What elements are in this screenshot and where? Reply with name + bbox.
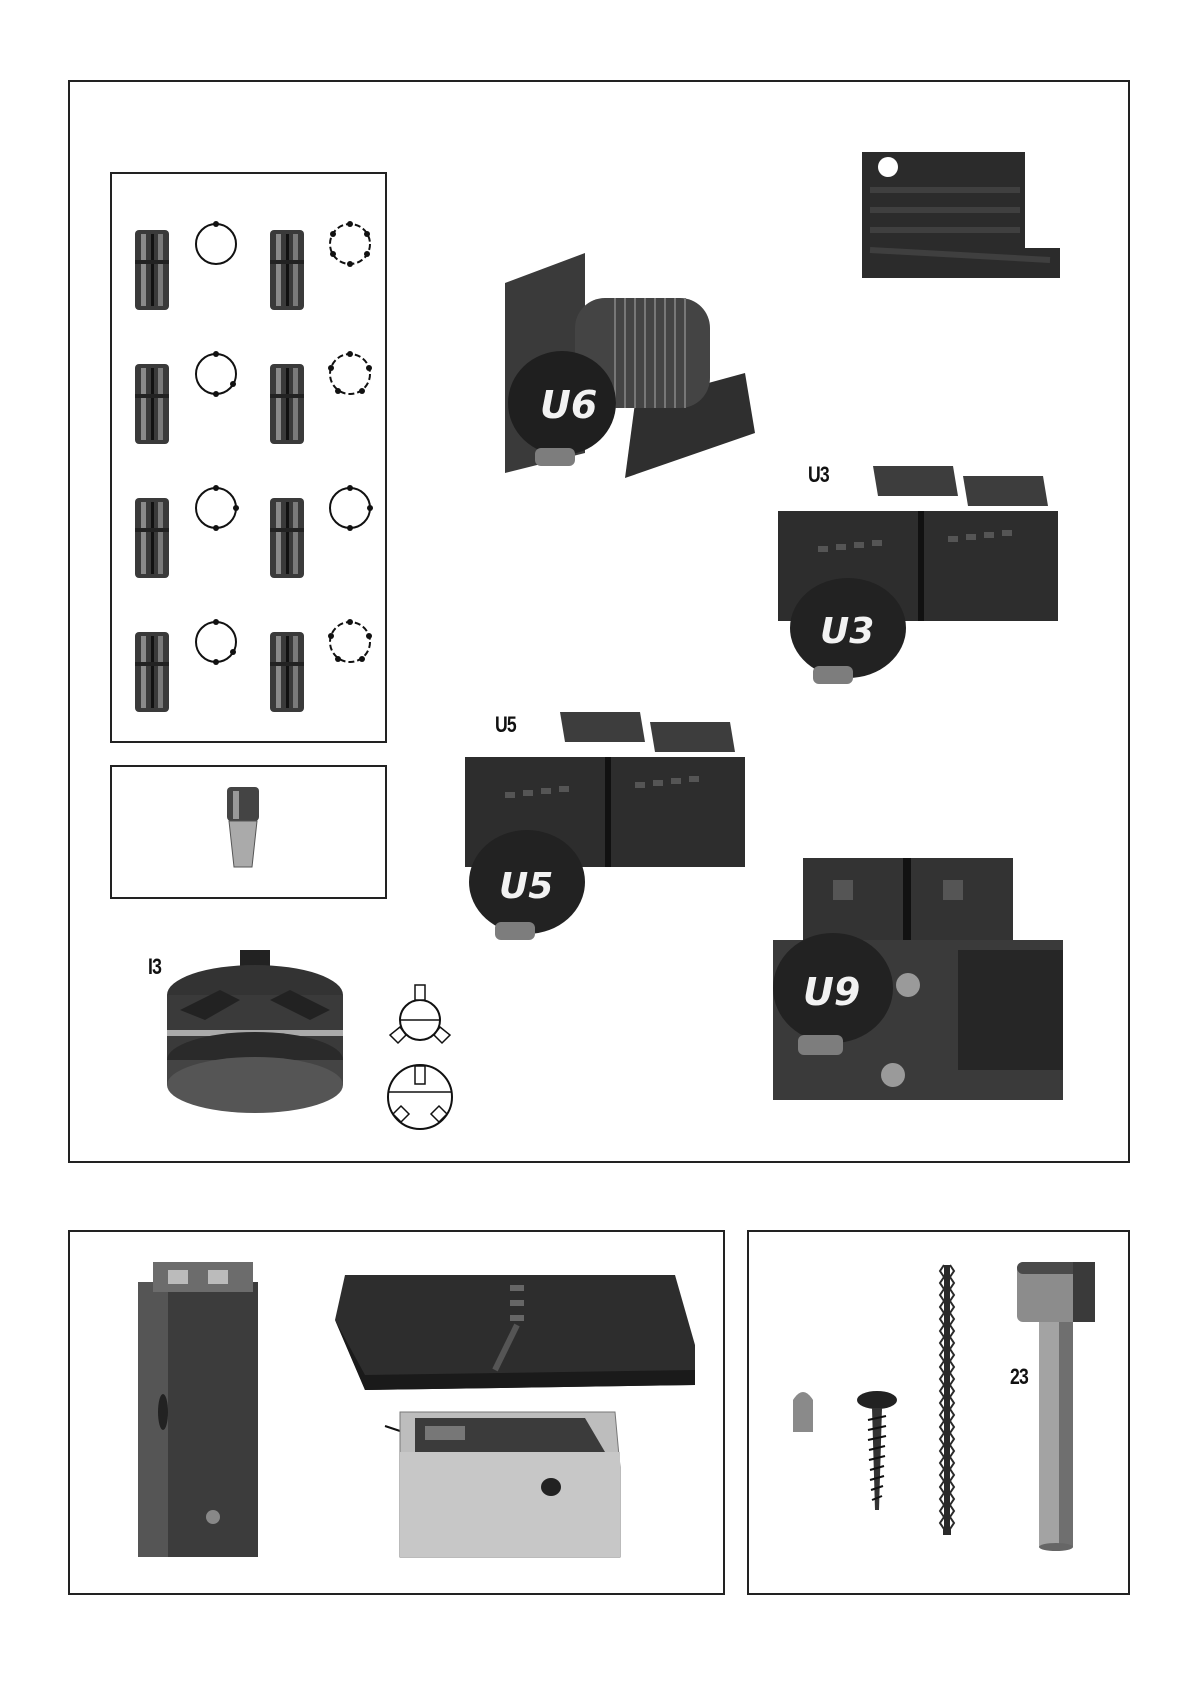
collet-set-box	[110, 172, 387, 743]
collet-icon	[270, 498, 304, 578]
saw-blade-image	[940, 1265, 954, 1535]
small-jaw-diagram-icon	[390, 985, 450, 1053]
three-jaw-circle-icon	[196, 622, 236, 662]
five-jaw-circle-icon	[330, 622, 370, 662]
collet-icon	[270, 364, 304, 444]
collet-grid-svg	[112, 174, 389, 745]
three-jaw-circle-icon	[196, 354, 236, 394]
u9-badge-label: U9	[803, 970, 860, 1014]
large-jaw-diagram-icon	[385, 1062, 455, 1132]
black-plate-image	[860, 150, 1060, 280]
u3-vise-image: U3	[778, 466, 1063, 696]
collet-icon	[135, 364, 169, 444]
six-jaw-circle-icon	[330, 224, 370, 264]
u6-vise-image: U6	[505, 253, 755, 488]
collet-icon	[270, 230, 304, 310]
single-collet-svg	[112, 767, 389, 901]
four-jaw-circle-icon	[330, 488, 370, 528]
collet-icon	[270, 632, 304, 712]
two-jaw-circle-icon	[196, 224, 236, 264]
five-jaw-circle-icon	[330, 354, 370, 394]
column-bracket-image	[133, 1262, 263, 1562]
u5-badge-label: U5	[499, 866, 553, 907]
single-collet-box	[110, 765, 387, 899]
collet-icon	[135, 498, 169, 578]
u6-badge-label: U6	[540, 383, 597, 427]
u3-badge-label: U3	[820, 611, 874, 652]
base-plate-image	[335, 1275, 695, 1395]
u5-vise-image: U5	[465, 712, 750, 947]
u9-vise-image: U9	[773, 840, 1068, 1105]
three-jaw-chuck-image	[160, 950, 350, 1115]
screw-image	[855, 1390, 899, 1515]
collet-icon	[135, 632, 169, 712]
pin-with-head-image	[1015, 1262, 1097, 1552]
collet-icon	[135, 230, 169, 310]
rubber-cap-image	[791, 1390, 815, 1432]
housing-box-image	[385, 1412, 645, 1562]
four-jaw-circle-icon	[196, 488, 236, 528]
